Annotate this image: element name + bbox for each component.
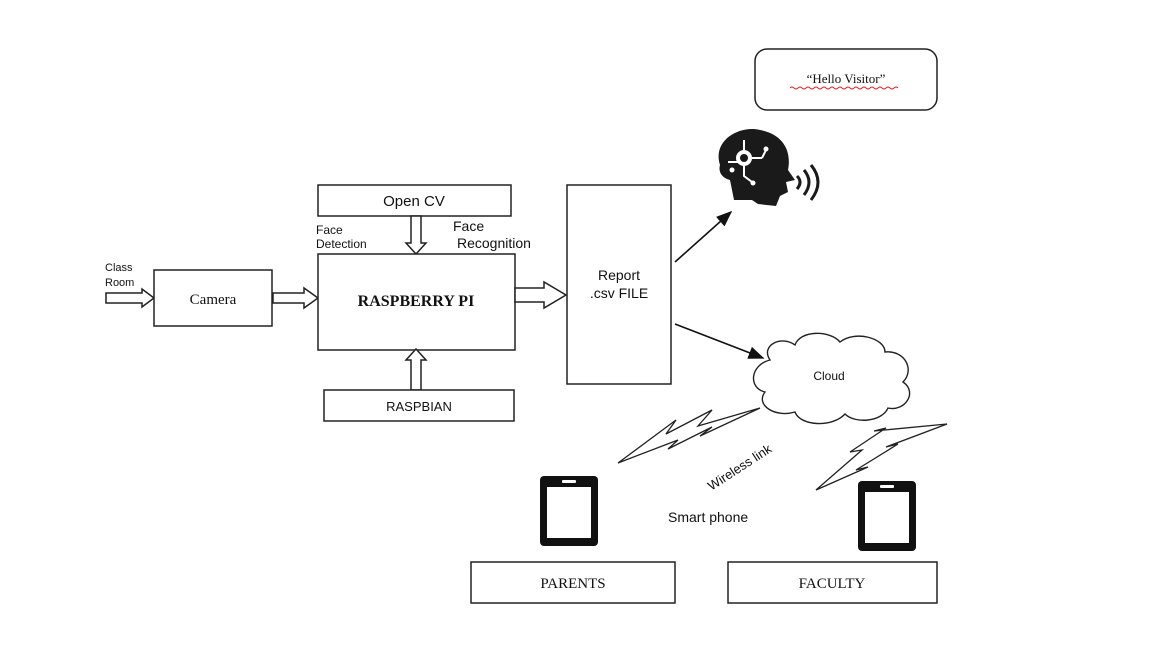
wireless-link-label: Wireless link xyxy=(705,441,775,494)
ai-head-speaking-icon xyxy=(718,129,820,206)
smart-phone-label: Smart phone xyxy=(668,509,748,525)
cloud-shape xyxy=(752,332,911,425)
raspberry-pi-block xyxy=(317,253,516,351)
wireless-lightning-icon-left xyxy=(617,407,761,464)
opencv-label: Open CV xyxy=(383,193,445,210)
face-detection-label: Face xyxy=(316,223,343,237)
report-file-label: .csv FILE xyxy=(590,285,648,301)
raspberry-pi-label: RASPBERRY PI xyxy=(358,293,475,310)
cloud-label: Cloud xyxy=(813,369,844,383)
parents-block xyxy=(470,561,676,604)
faculty-label: FACULTY xyxy=(799,576,866,592)
raspbian-to-pi-arrow xyxy=(404,347,428,391)
classroom-input-arrow xyxy=(105,287,156,309)
parents-label: PARENTS xyxy=(540,576,605,592)
class-room-label-line2: Room xyxy=(105,277,134,289)
report-to-cloud-arrow xyxy=(674,323,765,359)
report-label: Report xyxy=(598,267,640,283)
report-to-speaker-arrow xyxy=(674,210,733,263)
hello-visitor-box xyxy=(754,48,938,111)
face-recognition-label: Face xyxy=(453,218,484,234)
wireless-lightning-icon-right xyxy=(815,423,948,491)
opencv-to-pi-arrow xyxy=(404,215,428,256)
class-room-label: Class xyxy=(105,262,133,274)
camera-block xyxy=(153,269,273,327)
hello-visitor-text: “Hello Visitor” xyxy=(807,71,886,86)
smartphone-icon-right xyxy=(858,481,916,551)
smartphone-icon-left xyxy=(540,476,598,546)
raspbian-block xyxy=(323,389,515,422)
spellcheck-underline xyxy=(789,86,899,90)
camera-label: Camera xyxy=(190,292,237,308)
opencv-block xyxy=(317,184,512,217)
face-detection-label-line2: Detection xyxy=(316,237,367,251)
pi-to-report-arrow xyxy=(514,280,568,310)
camera-to-pi-arrow xyxy=(272,286,320,310)
face-recognition-label-line2: Recognition xyxy=(457,235,531,251)
raspbian-label: RASPBIAN xyxy=(386,399,452,414)
report-block xyxy=(566,184,672,385)
faculty-block xyxy=(727,561,938,604)
